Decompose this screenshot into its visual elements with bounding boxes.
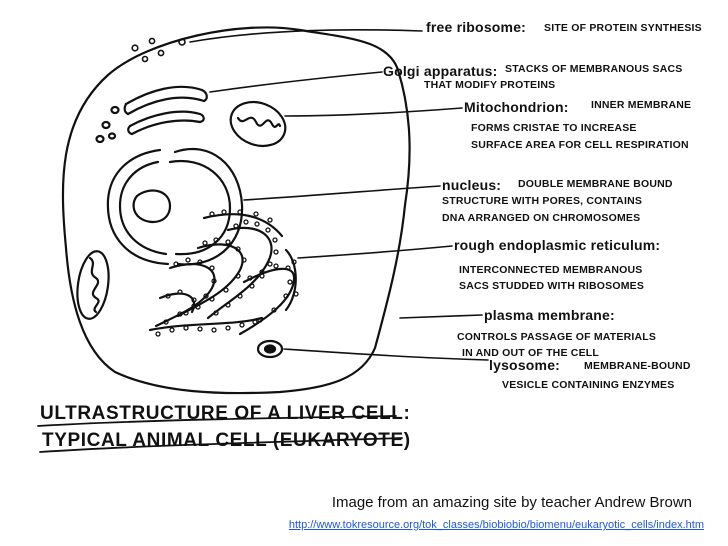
label-rough-er-term: rough endoplasmic reticulum: <box>454 237 660 253</box>
source-link[interactable]: http://www.tokresource.org/tok_classes/b… <box>288 519 704 531</box>
mitochondrion-left <box>76 250 110 320</box>
label-plasma-membrane-def-1: CONTROLS PASSAGE OF MATERIALS <box>457 331 656 343</box>
organelle-labels: free ribosome: SITE OF PROTEIN SYNTHESIS… <box>40 19 702 451</box>
label-rough-er-def-2: SACS STUDDED WITH RIBOSOMES <box>459 280 644 292</box>
label-golgi-def-1: STACKS OF MEMBRANOUS SACS <box>505 63 682 75</box>
free-ribosomes <box>131 37 186 63</box>
label-golgi-term: Golgi apparatus: <box>383 63 497 79</box>
diagram-title-line-2: TYPICAL ANIMAL CELL (EUKARYOTE) <box>42 430 411 451</box>
label-nucleus-def-1: DOUBLE MEMBRANE BOUND <box>518 178 673 190</box>
label-lysosome-def-1: MEMBRANE-BOUND <box>584 360 691 372</box>
lysosome <box>256 339 284 359</box>
label-mitochondrion-def-3: SURFACE AREA FOR CELL RESPIRATION <box>471 139 689 151</box>
mitochondrion <box>229 100 287 148</box>
label-lysosome-term: lysosome: <box>489 357 560 373</box>
golgi-apparatus <box>95 85 208 144</box>
title-underlines <box>37 415 403 453</box>
label-nucleus-def-3: DNA ARRANGED ON CHROMOSOMES <box>442 212 640 224</box>
nucleus <box>106 147 244 266</box>
label-mitochondrion-term: Mitochondrion: <box>464 99 569 115</box>
leader-lines <box>189 28 489 361</box>
plasma-membrane <box>61 26 411 395</box>
label-mitochondrion-def-2: FORMS CRISTAE TO INCREASE <box>471 122 637 134</box>
label-mitochondrion-def-1: INNER MEMBRANE <box>591 99 691 111</box>
diagram-title-line-1: ULTRASTRUCTURE OF A LIVER CELL: <box>40 403 410 424</box>
image-credit: Image from an amazing site by teacher An… <box>331 494 692 511</box>
label-plasma-membrane-term: plasma membrane: <box>484 307 615 323</box>
nucleolus <box>132 189 172 224</box>
label-free-ribosome-def: SITE OF PROTEIN SYNTHESIS <box>544 22 702 34</box>
label-lysosome-def-2: VESICLE CONTAINING ENZYMES <box>502 379 674 391</box>
label-plasma-membrane-def-2: IN AND OUT OF THE CELL <box>462 347 599 359</box>
label-rough-er-def-1: INTERCONNECTED MEMBRANOUS <box>459 264 643 276</box>
rough-er <box>148 209 299 337</box>
label-nucleus-def-2: STRUCTURE WITH PORES, CONTAINS <box>442 195 642 207</box>
label-free-ribosome-term: free ribosome: <box>426 19 526 35</box>
label-nucleus-term: nucleus: <box>442 177 501 193</box>
label-golgi-def-2: THAT MODIFY PROTEINS <box>424 79 555 91</box>
